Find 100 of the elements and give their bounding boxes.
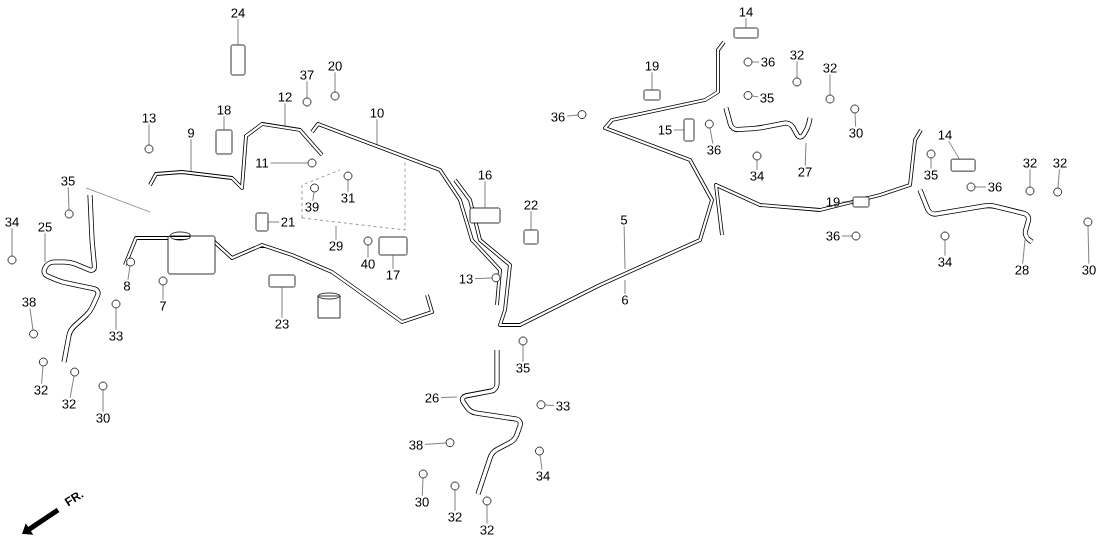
callout-number: 21 [281, 217, 295, 227]
callout-number: 32 [1023, 158, 1037, 168]
part-symbol [536, 400, 546, 410]
callout-number: 33 [109, 331, 123, 341]
callout-number: 22 [524, 200, 538, 210]
leader-line [440, 396, 458, 398]
part-symbol [491, 273, 501, 283]
callout-number: 32 [34, 385, 48, 395]
leader-line [69, 376, 75, 398]
leader-line [284, 103, 286, 127]
part-symbol [445, 438, 455, 448]
callout-number: 34 [5, 217, 19, 227]
callout-number: 32 [448, 512, 462, 522]
part-symbol [743, 57, 753, 67]
part-symbol [64, 209, 74, 219]
leader-line [752, 95, 759, 98]
leader-line [347, 180, 349, 192]
callout-number: 39 [305, 202, 319, 212]
part-symbol [307, 158, 317, 168]
part-symbol [126, 257, 135, 267]
part-symbol [850, 104, 860, 114]
part-symbol [469, 207, 501, 224]
callout-number: 29 [329, 241, 343, 251]
leader-line [367, 245, 369, 258]
callout-number: 36 [707, 145, 721, 155]
leader-line [424, 442, 446, 445]
callout-number: 36 [826, 231, 840, 241]
leader-line [422, 478, 424, 496]
callout-number: 30 [849, 128, 863, 138]
part-symbol [230, 44, 246, 76]
part-symbol [792, 77, 802, 87]
callout-number: 11 [256, 158, 269, 168]
part-symbol [1025, 186, 1035, 196]
leader-line [11, 228, 13, 256]
callout-number: 13 [142, 113, 156, 123]
leader-line [486, 505, 488, 524]
leader-line [127, 266, 131, 280]
part-symbol [158, 276, 168, 286]
callout-number: 32 [62, 399, 76, 409]
leader-line [1022, 239, 1026, 264]
callout-number: 15 [658, 125, 672, 135]
callout-number: 35 [61, 176, 75, 186]
leader-line [68, 187, 70, 210]
callout-number: 30 [1082, 265, 1096, 275]
leader-line [975, 186, 987, 188]
callout-number: 31 [341, 193, 355, 203]
leader-line [804, 142, 807, 166]
leader-line [376, 119, 378, 146]
callout-number: 16 [478, 170, 492, 180]
callout-number: 19 [826, 197, 840, 207]
part-symbol [482, 496, 492, 506]
leader-line [651, 72, 653, 90]
leader-line [115, 308, 117, 330]
leader-line [841, 201, 853, 203]
part-symbol [255, 212, 269, 232]
callout-number: 34 [938, 257, 952, 267]
callout-number: 37 [300, 70, 314, 80]
part-symbol [1053, 187, 1063, 197]
callout-number: 38 [409, 440, 423, 450]
part-symbol [743, 91, 753, 100]
part-symbol [29, 329, 38, 339]
part-symbol [363, 236, 373, 246]
direction-label: FR. [64, 492, 84, 507]
callout-number: 36 [988, 182, 1002, 192]
leader-line [454, 490, 456, 511]
leader-line [335, 225, 337, 240]
callout-number: 20 [328, 61, 342, 71]
leader-line [930, 158, 932, 169]
part-symbol [98, 381, 108, 391]
leader-line [796, 61, 798, 78]
part-symbol [330, 91, 340, 101]
callout-number: 6 [622, 295, 629, 305]
part-symbol [144, 144, 154, 154]
part-symbol [535, 446, 544, 456]
callout-number: 10 [370, 108, 384, 118]
part-symbol [38, 357, 48, 367]
leader-line [745, 17, 747, 28]
part-symbol [523, 229, 539, 245]
callout-number: 40 [361, 259, 375, 269]
callout-number: 18 [217, 105, 231, 115]
part-symbol [343, 171, 353, 181]
leader-line [841, 235, 852, 237]
callout-number: 32 [790, 50, 804, 60]
callout-number: 35 [760, 93, 774, 103]
callout-number: 36 [761, 57, 775, 67]
part-symbol [215, 129, 233, 155]
callout-number: 24 [231, 8, 245, 18]
callout-number: 19 [645, 61, 659, 71]
callout-number: 35 [516, 363, 530, 373]
callout-number: 32 [480, 525, 494, 535]
leader-line [484, 181, 486, 208]
part-symbol [825, 94, 835, 104]
leader-line [829, 74, 831, 95]
part-symbol [268, 274, 296, 288]
part-symbol [950, 158, 976, 172]
part-symbol [852, 196, 870, 208]
callout-number: 13 [459, 274, 473, 284]
leader-line [237, 19, 239, 45]
leader-line [281, 287, 283, 318]
part-symbol [851, 231, 861, 241]
